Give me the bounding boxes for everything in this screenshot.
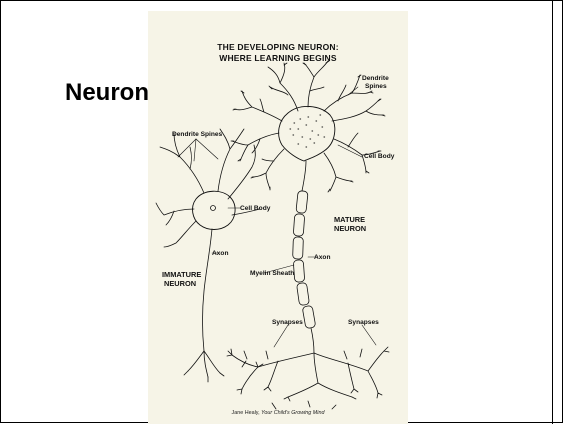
label-neuron-text: NEURON — [334, 225, 366, 234]
slide-title: Neuron — [65, 79, 149, 107]
label-synapses-right: Synapses — [348, 319, 379, 327]
label-immature-neuron: IMMATURE NEURON — [162, 271, 201, 288]
figure-caption: Jane Healy, Your Child's Growing Mind — [148, 410, 408, 416]
label-myelin-sheath: Myelin Sheath — [250, 270, 294, 278]
immature-neuron-drawing — [156, 129, 260, 382]
label-axon-immature: Axon — [212, 250, 228, 258]
label-mature-neuron: MATURE NEURON — [334, 216, 366, 233]
label-synapses-left: Synapses — [272, 319, 303, 327]
figure-title-line-2: WHERE LEARNING BEGINS — [148, 53, 408, 63]
label-axon-mature: Axon — [314, 254, 330, 262]
label-dendrite-text: Dendrite — [362, 75, 389, 83]
label-cell-body-immature: Cell Body — [240, 205, 270, 213]
figure-title-line-1: THE DEVELOPING NEURON: — [148, 42, 408, 52]
neuron-drawing — [148, 11, 408, 424]
mature-neuron-drawing — [227, 61, 389, 409]
label-spines-text: Spines — [362, 83, 389, 91]
label-dendrite-spines-immature: Dendrite Spines — [172, 131, 222, 139]
label-dendrite-spines-mature: Dendrite Spines — [362, 75, 389, 90]
label-cell-body-mature: Cell Body — [364, 153, 394, 161]
label-neuron-text-immature: NEURON — [162, 280, 201, 289]
neuron-illustration: THE DEVELOPING NEURON: WHERE LEARNING BE… — [148, 11, 408, 424]
caption-author: Jane Healy, — [232, 410, 262, 416]
slide-edge-line — [552, 1, 553, 424]
caption-book-title: Your Child's Growing Mind — [261, 410, 324, 416]
